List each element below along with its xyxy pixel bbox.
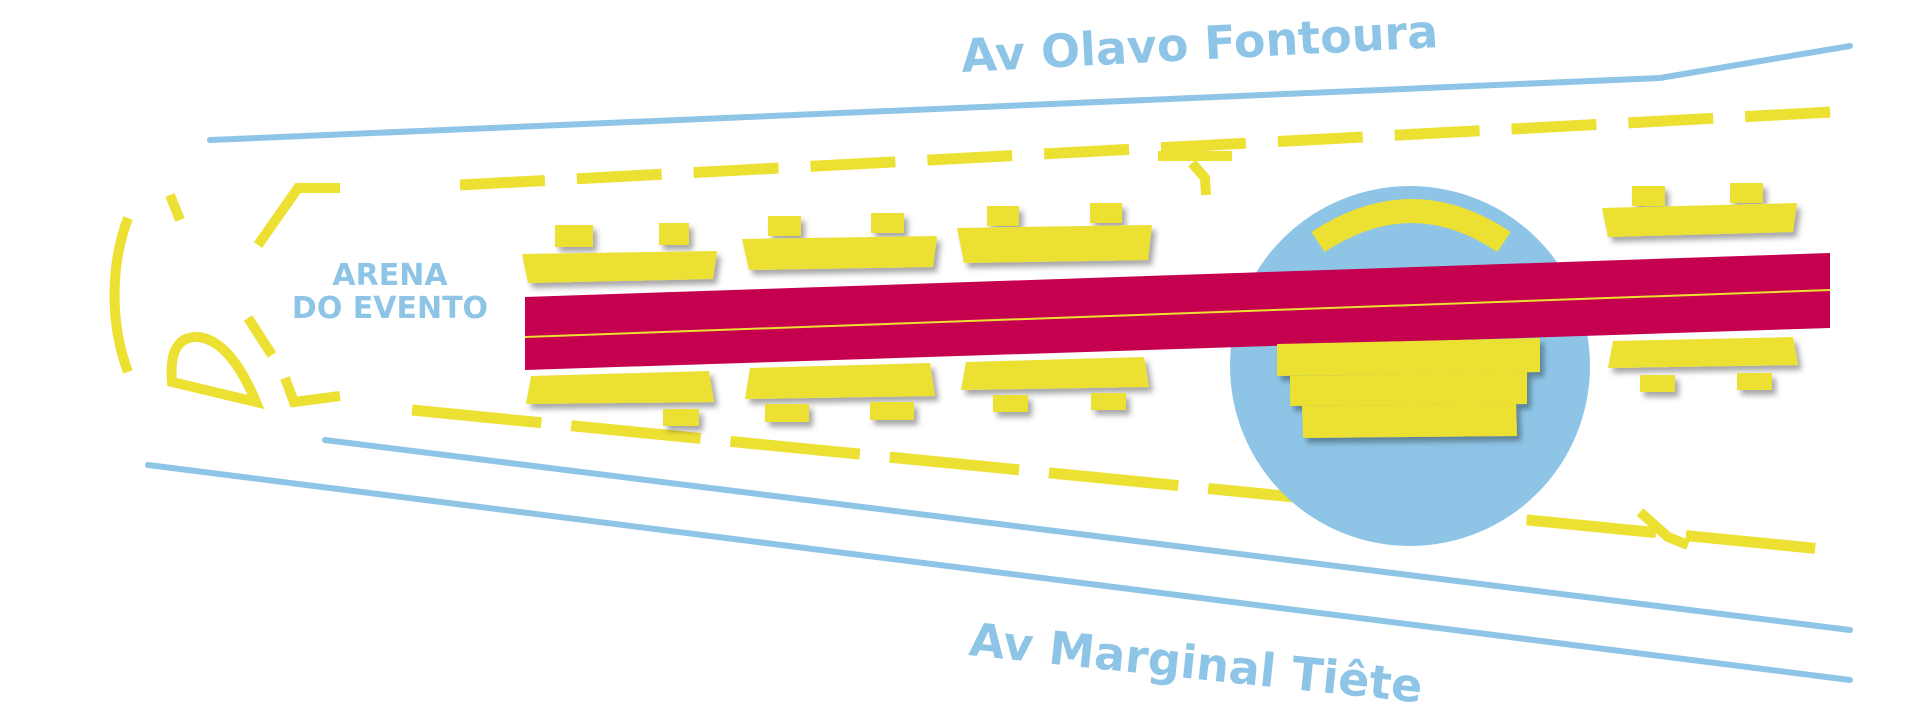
street-lines: [145, 43, 1853, 683]
bleacher-bottom-1: [526, 371, 714, 404]
bleacher-top-3-tab-right: [1090, 203, 1122, 223]
gate-shape: [166, 332, 265, 410]
area-boundary: [109, 106, 1833, 556]
bleacher-top-4-tab-left: [1632, 186, 1665, 206]
bleacher-top-3: [957, 225, 1152, 263]
bottom-street-label: Av Marginal Tiête: [967, 612, 1425, 710]
entry-arc: [109, 216, 133, 374]
arena-label-line2: DO EVENTO: [292, 291, 488, 326]
top-gate-marker: [1158, 151, 1232, 196]
stage-step-3: [1302, 404, 1517, 438]
stage-step-2: [1290, 372, 1527, 406]
arena-label-line1: ARENA: [332, 258, 448, 293]
bleacher-top-1: [522, 251, 717, 283]
bleacher-bottom-3-tab-left: [993, 395, 1028, 412]
bleacher-bottom-4: [1608, 337, 1798, 368]
bottom-street-inner-line: [322, 437, 1853, 633]
left-angle-lower: [280, 376, 341, 408]
stage-step-1: [1277, 338, 1540, 376]
bleacher-bottom-2: [745, 363, 935, 399]
top-street-line: [207, 43, 1853, 143]
bleacher-bottom-2-tab-right: [870, 402, 914, 420]
bleacher-top-4-tab-right: [1730, 183, 1763, 203]
bottom-bleachers: [526, 337, 1798, 426]
bleacher-bottom-3: [961, 357, 1149, 390]
left-tick: [165, 193, 185, 222]
stage-arc: [1311, 199, 1511, 253]
bottom-gate-marker: [1636, 508, 1690, 550]
bleacher-top-3-tab-left: [987, 206, 1019, 226]
bleacher-top-1-tab-right: [659, 223, 689, 245]
stage-steps: [1277, 338, 1540, 438]
runway-track: [525, 253, 1830, 370]
bleacher-top-2: [742, 236, 937, 270]
bleacher-top-1-tab-left: [555, 225, 593, 247]
bleacher-bottom-3-tab-right: [1091, 393, 1126, 410]
runway-center-line: [524, 289, 1831, 338]
bleacher-bottom-2-tab-left: [765, 404, 809, 422]
top-bleachers: [522, 183, 1797, 283]
left-angle-top: [253, 183, 340, 248]
bleacher-top-2-tab-right: [871, 213, 904, 233]
bleacher-bottom-1-tab: [663, 409, 699, 426]
runway: [524, 253, 1831, 370]
bleacher-bottom-4-tab-left: [1640, 375, 1675, 392]
bottom-street-outer-line: [145, 462, 1853, 683]
bleacher-bottom-4-tab-right: [1737, 373, 1772, 390]
bleacher-top-2-tab-left: [768, 216, 801, 236]
bleacher-top-4: [1602, 203, 1797, 237]
top-street-label: Av Olavo Fontoura: [960, 4, 1440, 83]
left-angle-bottom: [243, 315, 277, 358]
bottom-dashed-boundary: [411, 404, 1833, 556]
